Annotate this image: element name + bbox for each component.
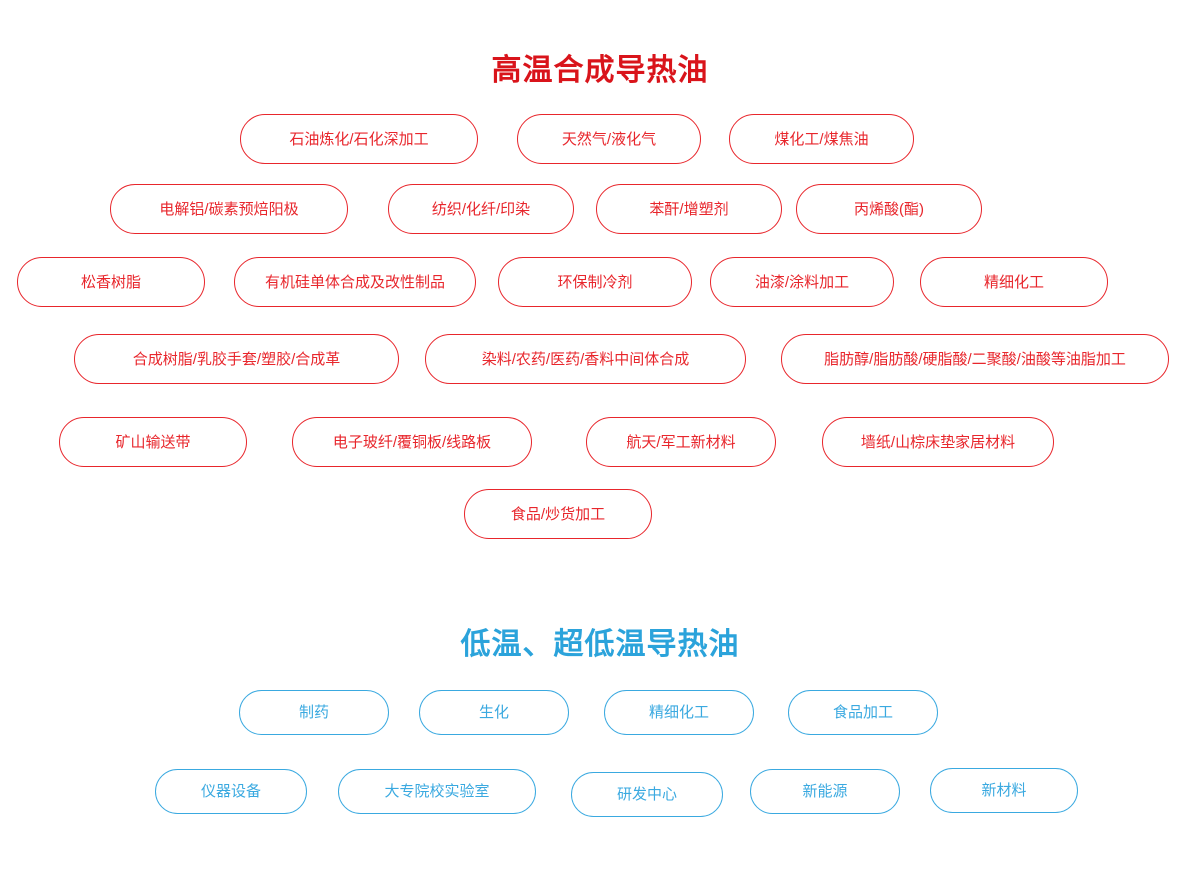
- category-pill[interactable]: 食品加工: [788, 690, 938, 735]
- category-pill[interactable]: 精细化工: [604, 690, 754, 735]
- category-pill-label: 电解铝/碳素预焙阳极: [159, 200, 299, 218]
- category-pill-label: 食品/炒货加工: [510, 505, 606, 523]
- category-pill[interactable]: 电解铝/碳素预焙阳极: [110, 184, 348, 234]
- section-title-low-temperature: 低温、超低温导热油: [460, 628, 740, 661]
- category-pill-label: 精细化工: [648, 704, 709, 721]
- category-pill-label: 新能源: [802, 783, 848, 800]
- category-pill-label: 合成树脂/乳胶手套/塑胶/合成革: [132, 350, 341, 368]
- category-pill-label: 丙烯酸(酯): [854, 200, 924, 218]
- category-pill[interactable]: 油漆/涂料加工: [710, 257, 894, 307]
- category-pill-label: 纺织/化纤/印染: [431, 200, 531, 218]
- category-pill[interactable]: 新材料: [930, 768, 1078, 813]
- category-pill-label: 染料/农药/医药/香料中间体合成: [481, 350, 690, 368]
- category-pill-label: 油漆/涂料加工: [754, 273, 850, 291]
- category-pill-label: 松香树脂: [80, 273, 141, 291]
- category-pill-label: 苯酐/增塑剂: [649, 200, 729, 218]
- category-pill-label: 脂肪醇/脂肪酸/硬脂酸/二聚酸/油酸等油脂加工: [824, 350, 1126, 368]
- category-pill-label: 大专院校实验室: [384, 783, 490, 800]
- category-pill-label: 墙纸/山棕床垫家居材料: [860, 433, 1016, 451]
- category-pill[interactable]: 环保制冷剂: [498, 257, 692, 307]
- category-pill[interactable]: 有机硅单体合成及改性制品: [234, 257, 476, 307]
- category-pill[interactable]: 松香树脂: [17, 257, 205, 307]
- category-pill-label: 环保制冷剂: [557, 273, 633, 291]
- category-pill-label: 电子玻纤/覆铜板/线路板: [332, 433, 492, 451]
- category-pill[interactable]: 生化: [419, 690, 569, 735]
- category-pill-label: 石油炼化/石化深加工: [289, 130, 429, 148]
- category-pill[interactable]: 大专院校实验室: [338, 769, 536, 814]
- category-pill-label: 研发中心: [616, 786, 677, 803]
- category-pill[interactable]: 煤化工/煤焦油: [729, 114, 914, 164]
- category-pill[interactable]: 石油炼化/石化深加工: [240, 114, 478, 164]
- category-pill[interactable]: 合成树脂/乳胶手套/塑胶/合成革: [74, 334, 399, 384]
- category-pill-label: 新材料: [981, 782, 1027, 799]
- category-pill[interactable]: 染料/农药/医药/香料中间体合成: [425, 334, 746, 384]
- category-pill-label: 制药: [298, 704, 329, 721]
- category-pill[interactable]: 仪器设备: [155, 769, 307, 814]
- category-pill[interactable]: 航天/军工新材料: [586, 417, 776, 467]
- category-pill[interactable]: 新能源: [750, 769, 900, 814]
- category-pill[interactable]: 天然气/液化气: [517, 114, 701, 164]
- category-pill-label: 煤化工/煤焦油: [774, 130, 869, 148]
- category-pill-label: 矿山输送带: [115, 433, 191, 451]
- category-pill-label: 有机硅单体合成及改性制品: [264, 273, 445, 291]
- category-pill-label: 精细化工: [983, 273, 1044, 291]
- section-title-high-temperature: 高温合成导热油: [491, 54, 709, 87]
- category-pill[interactable]: 苯酐/增塑剂: [596, 184, 782, 234]
- category-pill[interactable]: 食品/炒货加工: [464, 489, 652, 539]
- category-pill[interactable]: 精细化工: [920, 257, 1108, 307]
- category-pill[interactable]: 脂肪醇/脂肪酸/硬脂酸/二聚酸/油酸等油脂加工: [781, 334, 1169, 384]
- category-pill[interactable]: 电子玻纤/覆铜板/线路板: [292, 417, 532, 467]
- category-pill-label: 生化: [478, 704, 509, 721]
- category-pill-label: 仪器设备: [200, 783, 261, 800]
- category-pill-label: 航天/军工新材料: [626, 433, 736, 451]
- category-pill[interactable]: 墙纸/山棕床垫家居材料: [822, 417, 1054, 467]
- category-pill-label: 食品加工: [832, 704, 893, 721]
- category-pill[interactable]: 矿山输送带: [59, 417, 247, 467]
- category-pill[interactable]: 研发中心: [571, 772, 723, 817]
- category-pill-label: 天然气/液化气: [561, 130, 657, 148]
- category-pill[interactable]: 制药: [239, 690, 389, 735]
- category-pill[interactable]: 纺织/化纤/印染: [388, 184, 574, 234]
- category-pill[interactable]: 丙烯酸(酯): [796, 184, 982, 234]
